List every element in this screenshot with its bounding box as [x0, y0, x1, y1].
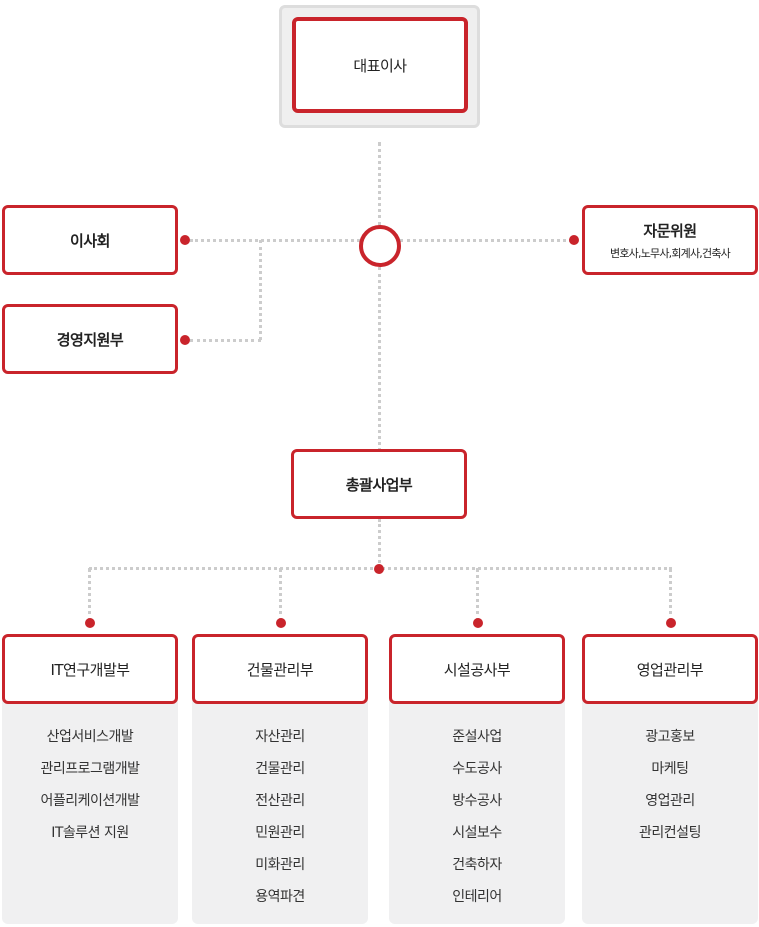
- department-panel-facility: 준설사업 수도공사 방수공사 시설보수 건축하자 인테리어: [389, 694, 565, 924]
- department-item-list: 광고홍보 마케팅 영업관리 관리컨설팅: [582, 721, 758, 849]
- department-label: 영업관리부: [636, 660, 704, 679]
- advisory-box: 자문위원 변호사,노무사,회계사,건축사: [582, 205, 758, 275]
- ceo-box: 대표이사: [292, 17, 468, 113]
- list-item: 자산관리: [255, 729, 305, 745]
- department-item-list: 산업서비스개발 관리프로그램개발 어플리케이션개발 IT솔루션 지원: [2, 721, 178, 849]
- list-item: 산업서비스개발: [46, 729, 134, 745]
- list-item: 전산관리: [255, 793, 305, 809]
- management-support-label: 경영지원부: [56, 330, 124, 349]
- list-item: 광고홍보: [645, 729, 695, 745]
- node-dot-dept-4: [666, 618, 676, 628]
- list-item: 관리컨설팅: [639, 825, 701, 841]
- connector-branch-support: [259, 240, 262, 340]
- list-item: 어플리케이션개발: [40, 793, 140, 809]
- connector-dept-1: [88, 568, 91, 622]
- list-item: 인테리어: [452, 889, 502, 905]
- connector-general-bus: [378, 519, 381, 569]
- list-item: 관리프로그램개발: [40, 761, 140, 777]
- list-item: 민원관리: [255, 825, 305, 841]
- hub-circle: [359, 225, 401, 267]
- department-box-sales: 영업관리부: [582, 634, 758, 704]
- list-item: 영업관리: [645, 793, 695, 809]
- node-dot-advisory: [569, 235, 579, 245]
- department-box-it-rnd: IT연구개발부: [2, 634, 178, 704]
- connector-support: [190, 339, 261, 342]
- department-item-list: 자산관리 건물관리 전산관리 민원관리 미화관리 용역파견: [192, 721, 368, 913]
- general-business-label: 총괄사업부: [345, 475, 413, 494]
- department-box-facility: 시설공사부: [389, 634, 565, 704]
- advisory-label: 자문위원: [643, 221, 697, 240]
- advisory-sub-label: 변호사,노무사,회계사,건축사: [610, 246, 731, 260]
- node-dot-dept-2: [276, 618, 286, 628]
- department-panel-sales: 광고홍보 마케팅 영업관리 관리컨설팅: [582, 694, 758, 924]
- connector-ceo-hub: [378, 142, 381, 226]
- list-item: 건물관리: [255, 761, 305, 777]
- board-box: 이사회: [2, 205, 178, 275]
- ceo-label: 대표이사: [353, 56, 407, 75]
- node-dot-dept-3: [473, 618, 483, 628]
- list-item: 방수공사: [452, 793, 502, 809]
- connector-hub-board: [190, 239, 360, 242]
- connector-hub-general: [378, 267, 381, 451]
- node-dot-board: [180, 235, 190, 245]
- department-label: 건물관리부: [246, 660, 314, 679]
- department-item-list: 준설사업 수도공사 방수공사 시설보수 건축하자 인테리어: [389, 721, 565, 913]
- department-panel-building: 자산관리 건물관리 전산관리 민원관리 미화관리 용역파견: [192, 694, 368, 924]
- list-item: 마케팅: [651, 761, 689, 777]
- node-dot-support: [180, 335, 190, 345]
- connector-hub-advisory: [400, 239, 572, 242]
- department-panel-it-rnd: 산업서비스개발 관리프로그램개발 어플리케이션개발 IT솔루션 지원: [2, 694, 178, 924]
- department-label: 시설공사부: [443, 660, 511, 679]
- list-item: 미화관리: [255, 857, 305, 873]
- list-item: IT솔루션 지원: [51, 825, 129, 841]
- list-item: 수도공사: [452, 761, 502, 777]
- general-business-box: 총괄사업부: [291, 449, 467, 519]
- list-item: 준설사업: [452, 729, 502, 745]
- list-item: 용역파견: [255, 889, 305, 905]
- node-dot-dept-1: [85, 618, 95, 628]
- list-item: 건축하자: [452, 857, 502, 873]
- department-box-building: 건물관리부: [192, 634, 368, 704]
- node-dot-bus: [374, 564, 384, 574]
- management-support-box: 경영지원부: [2, 304, 178, 374]
- connector-dept-3: [476, 568, 479, 622]
- board-label: 이사회: [70, 231, 110, 250]
- connector-dept-2: [279, 568, 282, 622]
- list-item: 시설보수: [452, 825, 502, 841]
- connector-dept-4: [669, 568, 672, 622]
- department-label: IT연구개발부: [50, 660, 130, 679]
